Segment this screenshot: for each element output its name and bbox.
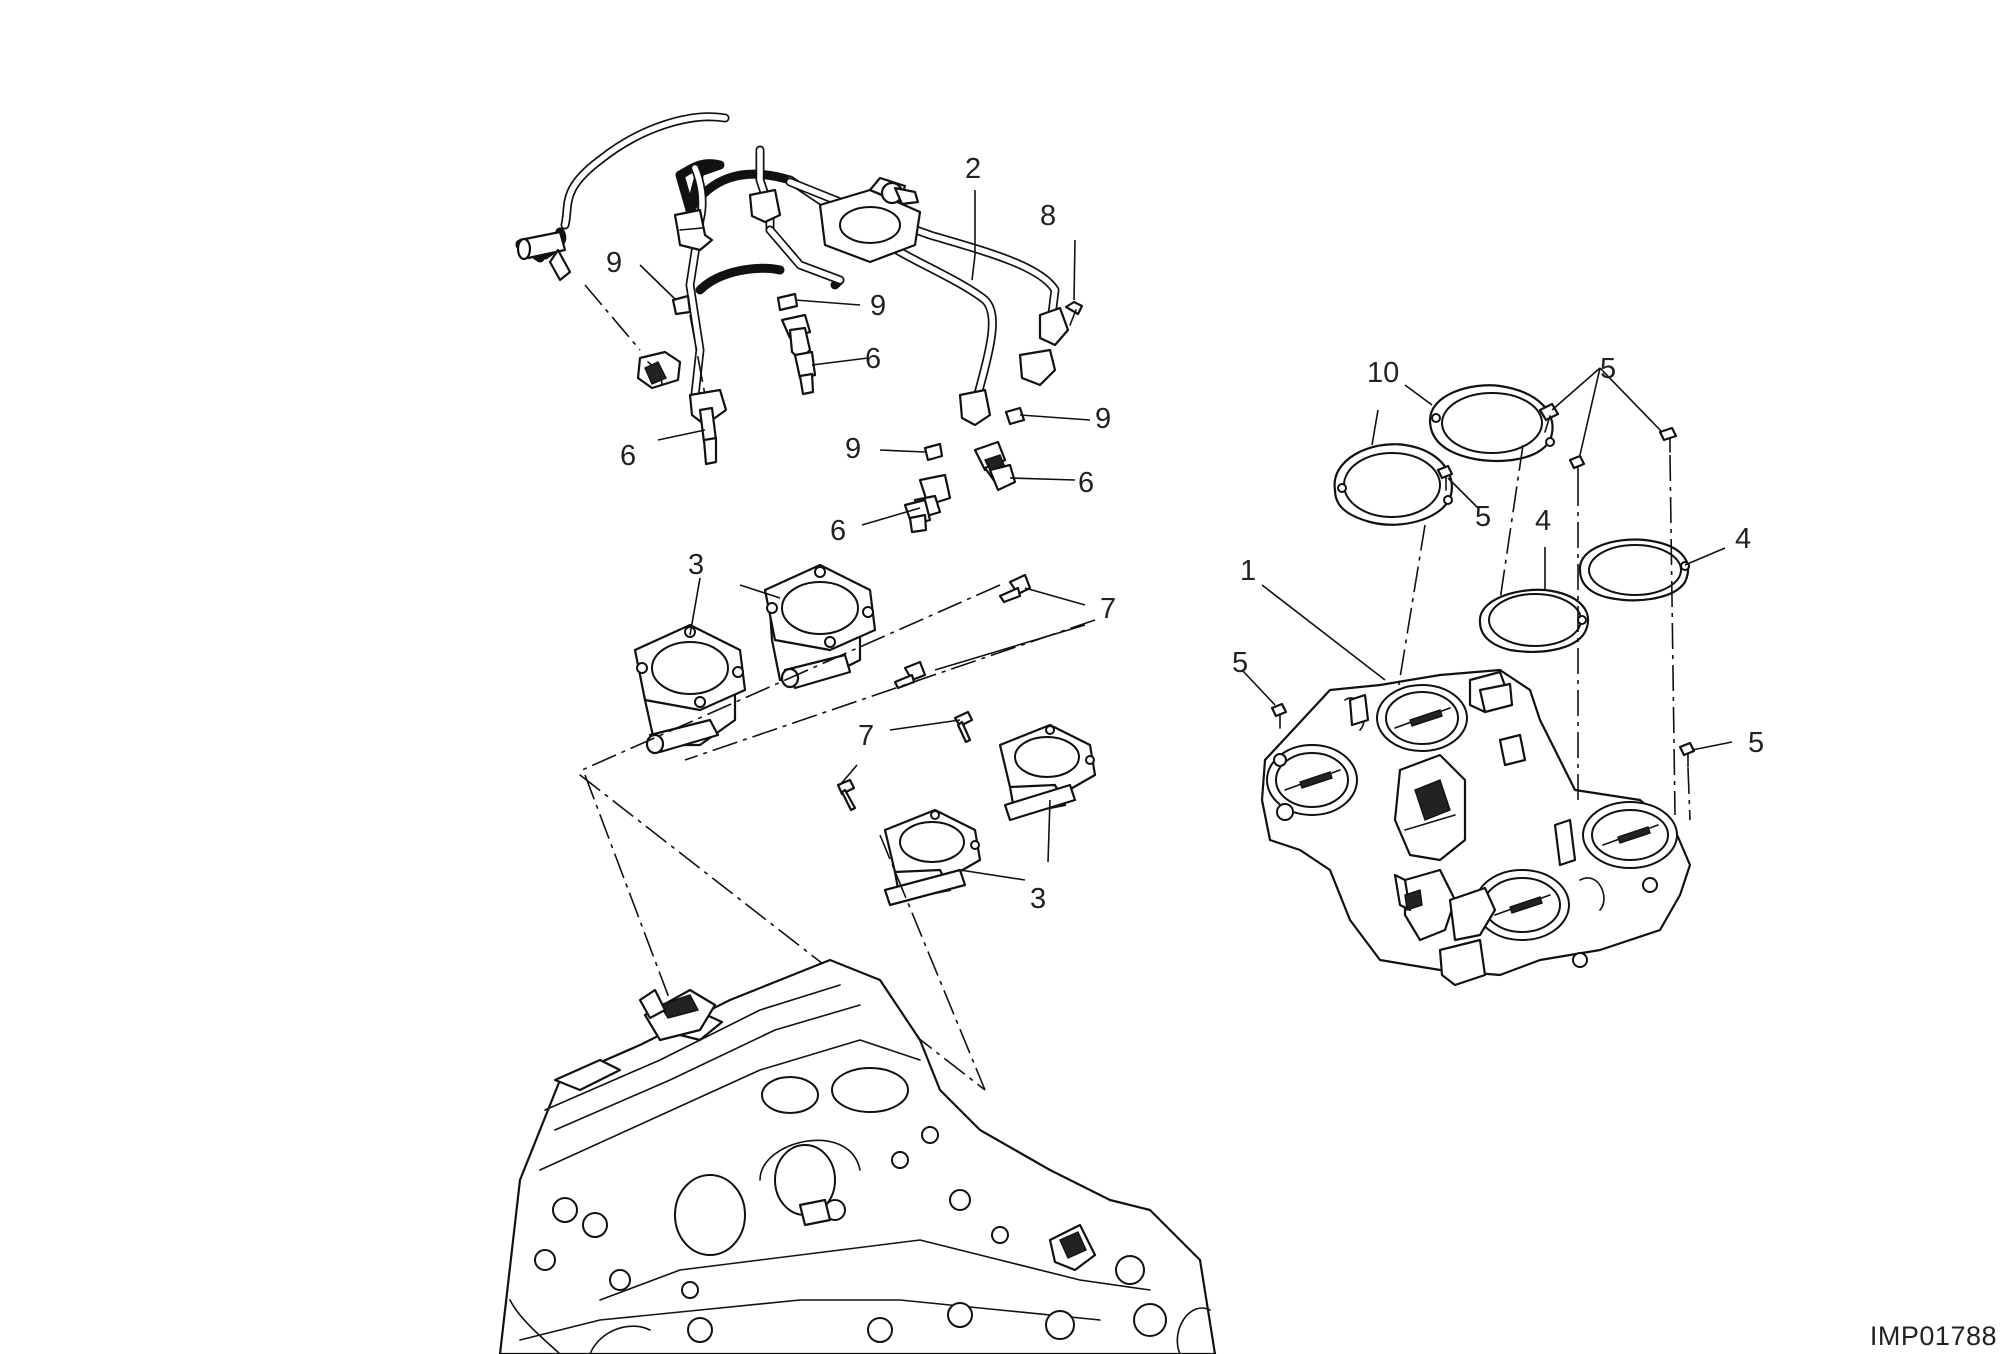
intake-flange-right bbox=[763, 563, 877, 690]
callout-6: 6 bbox=[830, 515, 846, 547]
throttle-body-assembly bbox=[1260, 668, 1692, 987]
callout-8: 8 bbox=[1040, 200, 1056, 232]
engine-cylinder-head bbox=[498, 958, 1217, 1354]
gasket-4-right bbox=[1578, 538, 1690, 602]
leader-lines bbox=[639, 190, 1733, 881]
drawing-code: IMP01788 bbox=[1869, 1321, 1997, 1351]
alignment-line bbox=[1687, 767, 1691, 821]
alignment-line bbox=[1499, 444, 1524, 601]
callout-7: 7 bbox=[858, 720, 874, 752]
alignment-line bbox=[684, 619, 1096, 761]
callout-4: 4 bbox=[1735, 523, 1751, 555]
callout-1: 1 bbox=[1240, 555, 1256, 587]
callout-6: 6 bbox=[620, 440, 636, 472]
injector-bottom bbox=[903, 473, 952, 534]
alignment-line bbox=[879, 834, 986, 1091]
callout-6: 6 bbox=[865, 343, 881, 375]
callout-9: 9 bbox=[1095, 403, 1111, 435]
callout-5: 5 bbox=[1232, 647, 1248, 679]
callout-labels: 2 8 9 9 9 9 6 6 6 6 3 3 7 7 10 5 5 5 5 4… bbox=[606, 153, 1764, 915]
callout-2: 2 bbox=[965, 153, 981, 185]
callout-4: 4 bbox=[1535, 505, 1551, 537]
alignment-line bbox=[579, 584, 1001, 1091]
callout-9: 9 bbox=[870, 290, 886, 322]
intake-flange-lower-right bbox=[998, 723, 1097, 822]
screws-7 bbox=[836, 573, 1032, 812]
screw-8 bbox=[1064, 300, 1084, 326]
callout-3: 3 bbox=[688, 549, 704, 581]
callout-5: 5 bbox=[1748, 727, 1764, 759]
callout-6: 6 bbox=[1078, 467, 1094, 499]
alignment-line bbox=[584, 284, 641, 351]
callout-5: 5 bbox=[1600, 353, 1616, 385]
hose-fitting bbox=[516, 230, 572, 282]
callout-3: 3 bbox=[1030, 883, 1046, 915]
injector-left bbox=[636, 350, 728, 466]
callout-5: 5 bbox=[1475, 501, 1491, 533]
fuel-rail-assembly bbox=[515, 112, 1070, 427]
callout-9: 9 bbox=[606, 247, 622, 279]
injector-center bbox=[780, 313, 817, 396]
callout-7: 7 bbox=[1100, 593, 1116, 625]
callout-9: 9 bbox=[845, 433, 861, 465]
gasket-4-left bbox=[1478, 588, 1590, 653]
gasket-10-left bbox=[1333, 443, 1453, 526]
intake-flange-lower-left bbox=[883, 808, 982, 907]
alignment-line bbox=[689, 314, 706, 396]
alignment-line bbox=[1397, 524, 1426, 691]
callout-10: 10 bbox=[1367, 357, 1399, 389]
intake-flange-left bbox=[633, 623, 747, 755]
injector-right-lower bbox=[973, 440, 1017, 492]
injector-clips bbox=[671, 292, 1026, 462]
gasket-10-right bbox=[1428, 384, 1555, 463]
alignment-line bbox=[1669, 454, 1676, 816]
